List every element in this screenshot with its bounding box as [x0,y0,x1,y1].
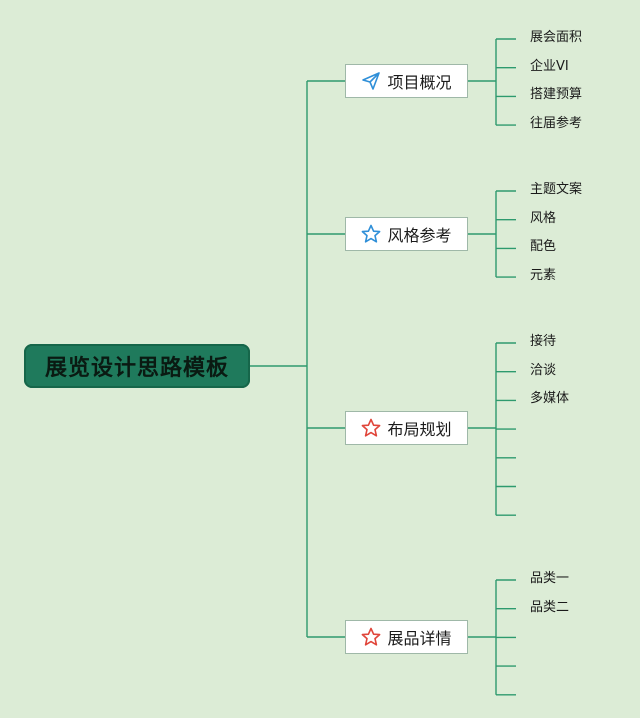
branch-topic[interactable]: 风格参考 [345,217,468,251]
branch-label: 布局规划 [387,420,452,439]
leaf-topic[interactable]: 配色 [530,239,557,255]
branch-topic[interactable]: 布局规划 [345,411,468,445]
leaf-topic[interactable]: 主题文案 [530,182,583,197]
leaf-topic[interactable]: 企业VI [530,58,569,74]
star-outline-icon [361,418,381,438]
leaf-topic[interactable]: 搭建预算 [530,87,583,103]
leaf-topic[interactable]: 接待 [530,334,557,349]
leaf-topic[interactable]: 洽谈 [530,362,557,378]
leaf-topic[interactable]: 品类二 [530,599,570,615]
leaf-topic[interactable]: 多媒体 [530,391,570,407]
leaf-topic[interactable]: 品类一 [530,571,570,586]
star-outline-icon [361,627,381,647]
leaf-topic[interactable]: 风格 [530,210,557,226]
branch-topic[interactable]: 展品详情 [345,620,468,654]
leaf-topic[interactable]: 展会面积 [530,30,583,45]
star-outline-icon [361,224,381,244]
branch-label: 风格参考 [387,226,452,245]
branch-label: 项目概况 [387,73,452,92]
leaf-topic[interactable]: 往届参考 [530,116,583,132]
paper-plane-icon [361,71,381,91]
branch-label: 展品详情 [387,629,452,648]
branch-topic[interactable]: 项目概况 [345,64,468,98]
leaf-topic[interactable]: 元素 [530,268,557,284]
root-topic[interactable]: 展览设计思路模板 [24,344,250,388]
